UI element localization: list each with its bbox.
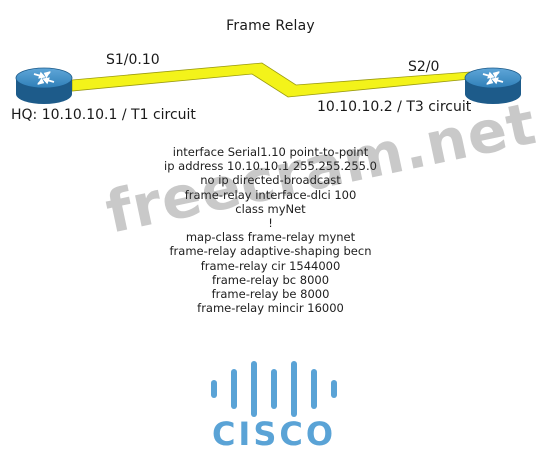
config-line: class myNet — [235, 201, 306, 216]
hq-address-label: HQ: 10.10.10.1 / T1 circuit — [11, 107, 196, 123]
config-line: ip address 10.10.10.1 255.255.255.0 — [164, 159, 377, 174]
router-icon — [15, 67, 73, 104]
page-title: Frame Relay — [226, 18, 315, 34]
config-line: map-class frame-relay mynet — [185, 230, 356, 245]
config-line: frame-relay interface-dlci 100 — [184, 187, 357, 202]
hq-interface-label: S1/0.10 — [106, 52, 160, 68]
config-line: frame-relay be 8000 — [211, 287, 330, 302]
config-line: frame-relay bc 8000 — [211, 272, 330, 287]
router-hq — [14, 64, 74, 108]
router-remote — [463, 64, 523, 108]
router-icon — [464, 67, 522, 104]
cisco-logo-text: CISCO — [212, 415, 336, 450]
remote-interface-label: S2/0 — [408, 59, 440, 75]
config-line: interface Serial1.10 point-to-point — [172, 145, 369, 159]
config-line: frame-relay cir 1544000 — [200, 258, 341, 273]
remote-address-label: 10.10.10.2 / T3 circuit — [317, 99, 472, 115]
cisco-logo-bars: CISCO — [211, 361, 337, 453]
config-line: ! — [268, 216, 273, 231]
config-block: interface Serial1.10 point-to-point ip a… — [0, 145, 541, 315]
cisco-logo: CISCO — [200, 355, 350, 453]
config-line: frame-relay adaptive-shaping becn — [169, 244, 372, 259]
config-line: no ip directed-broadcast — [200, 173, 341, 188]
config-line: frame-relay mincir 16000 — [197, 301, 344, 316]
